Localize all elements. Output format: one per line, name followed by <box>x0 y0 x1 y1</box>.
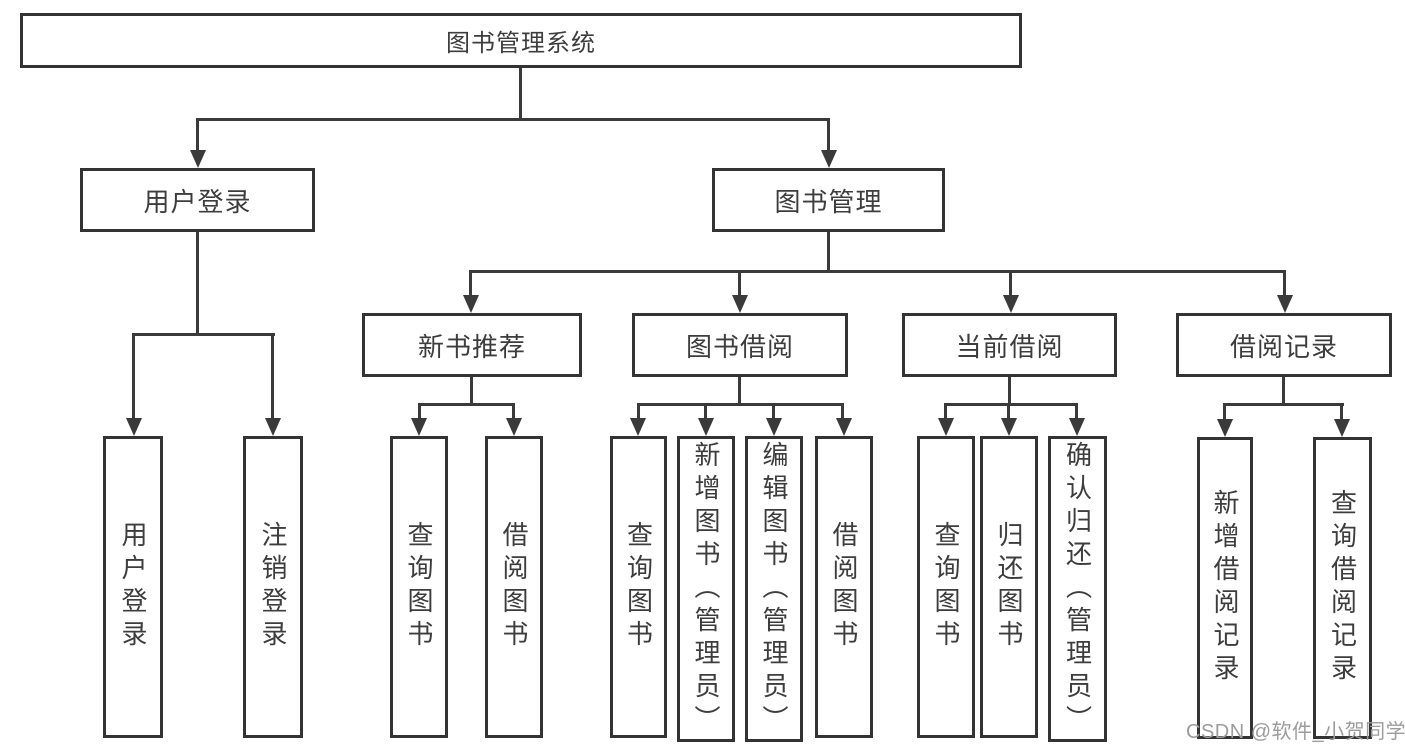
arrowhead-g3-leaf2 <box>1001 418 1017 436</box>
leaf-return-book: 归还图书 <box>980 436 1038 738</box>
node-book-borrow: 图书借阅 <box>632 313 848 377</box>
connector-drop-leaf-user-login <box>132 333 135 419</box>
connector-drop-book-borrow <box>738 270 741 298</box>
connector-g3-drop3 <box>1075 403 1078 421</box>
arrowhead-g2-leaf1 <box>630 418 646 436</box>
arrowhead-g3-leaf1 <box>938 418 954 436</box>
connector-root-stem <box>519 68 522 120</box>
leaf-query-borrow-record: 查询借阅记录 <box>1313 437 1372 739</box>
leaf-add-borrow-record: 新增借阅记录 <box>1197 437 1253 739</box>
node-borrow-records: 借阅记录 <box>1176 313 1392 377</box>
node-borrow-records-label: 借阅记录 <box>1229 331 1338 362</box>
leaf-query-book-current-label: 查询图书 <box>931 521 961 653</box>
connector-user-login-rail <box>132 333 275 336</box>
node-book-borrow-label: 图书借阅 <box>685 331 794 362</box>
leaf-confirm-return-admin-label: 确认归还（管理员） <box>1062 440 1093 738</box>
arrowhead-borrow-records <box>1277 295 1293 313</box>
connector-level2-rail <box>196 118 830 121</box>
leaf-add-book-admin-label: 新增图书（管理员） <box>691 440 721 738</box>
arrowhead-new-book-recommend <box>463 295 479 313</box>
connector-g1-rail <box>418 403 515 406</box>
node-user-login: 用户登录 <box>80 168 315 232</box>
leaf-query-book-borrow: 查询图书 <box>610 436 667 738</box>
leaf-add-book-admin: 新增图书（管理员） <box>677 436 735 742</box>
arrowhead-g2-leaf2 <box>698 418 714 436</box>
watermark-text: CSDN @软件_小贺同学 <box>1186 721 1405 743</box>
arrowhead-user-login <box>190 150 206 168</box>
leaf-borrow-book: 借阅图书 <box>815 436 873 738</box>
connector-g2-rail <box>637 403 844 406</box>
arrowhead-g3-leaf3 <box>1069 418 1085 436</box>
connector-drop-user-login <box>196 118 199 152</box>
node-book-management-label: 图书管理 <box>774 186 883 217</box>
leaf-add-borrow-record-label: 新增借阅记录 <box>1210 489 1240 687</box>
connector-g2-stem <box>738 377 741 405</box>
connector-g1-stem <box>470 377 473 405</box>
leaf-query-book-recommend: 查询图书 <box>390 436 448 738</box>
arrowhead-book-borrow <box>732 295 748 313</box>
connector-level3-rail <box>469 270 1286 273</box>
leaf-query-book-recommend-label: 查询图书 <box>404 521 434 653</box>
connector-g2-drop2 <box>704 403 707 421</box>
connector-drop-current-borrow <box>1009 270 1012 298</box>
arrowhead-g4-leaf2 <box>1334 419 1350 437</box>
connector-drop-new-book-recommend <box>469 270 472 298</box>
connector-g3-drop2 <box>1007 403 1010 421</box>
leaf-borrow-book-label: 借阅图书 <box>829 521 859 653</box>
connector-drop-leaf-logout <box>271 333 274 419</box>
connector-user-login-stem <box>196 232 199 335</box>
leaf-borrow-book-recommend-label: 借阅图书 <box>499 521 529 653</box>
connector-drop-book-management <box>827 118 830 152</box>
connector-book-management-stem <box>827 232 830 273</box>
node-library-system-label: 图书管理系统 <box>446 30 596 57</box>
connector-g3-rail <box>944 403 1078 406</box>
arrowhead-book-management <box>821 150 837 168</box>
node-library-system: 图书管理系统 <box>20 13 1022 68</box>
arrowhead-g1-leaf2 <box>506 418 522 436</box>
connector-g1-drop2 <box>512 403 515 421</box>
node-user-login-label: 用户登录 <box>143 186 252 217</box>
arrowhead-leaf-logout <box>265 418 281 436</box>
connector-g4-rail <box>1223 403 1344 406</box>
leaf-return-book-label: 归还图书 <box>994 521 1024 653</box>
arrowhead-g1-leaf1 <box>411 418 427 436</box>
connector-g2-drop4 <box>841 403 844 421</box>
arrowhead-g4-leaf1 <box>1217 419 1233 437</box>
arrowhead-g2-leaf3 <box>766 418 782 436</box>
arrowhead-leaf-user-login <box>126 418 142 436</box>
leaf-edit-book-admin-label: 编辑图书（管理员） <box>759 440 789 738</box>
node-book-management: 图书管理 <box>712 168 945 232</box>
connector-g4-drop1 <box>1223 403 1226 421</box>
node-new-book-recommend-label: 新书推荐 <box>417 331 526 362</box>
connector-drop-borrow-records <box>1283 270 1286 298</box>
node-current-borrow: 当前借阅 <box>902 313 1117 377</box>
arrowhead-g2-leaf4 <box>836 418 852 436</box>
connector-g4-drop2 <box>1340 403 1343 421</box>
connector-g4-stem <box>1282 377 1285 405</box>
leaf-confirm-return-admin: 确认归还（管理员） <box>1048 436 1107 742</box>
connector-g3-drop1 <box>944 403 947 421</box>
node-new-book-recommend: 新书推荐 <box>362 313 582 377</box>
connector-g1-drop1 <box>418 403 421 421</box>
leaf-edit-book-admin: 编辑图书（管理员） <box>745 436 803 742</box>
leaf-logout-label: 注销登录 <box>258 521 288 653</box>
leaf-query-borrow-record-label: 查询借阅记录 <box>1327 489 1358 687</box>
arrowhead-current-borrow <box>1003 295 1019 313</box>
connector-g2-drop1 <box>637 403 640 421</box>
leaf-query-book-current: 查询图书 <box>917 436 975 738</box>
leaf-logout: 注销登录 <box>243 436 303 738</box>
node-current-borrow-label: 当前借阅 <box>955 331 1064 362</box>
leaf-user-login-label: 用户登录 <box>118 521 148 653</box>
leaf-user-login: 用户登录 <box>103 436 163 738</box>
leaf-query-book-borrow-label: 查询图书 <box>623 521 654 653</box>
connector-g3-stem <box>1008 377 1011 405</box>
leaf-borrow-book-recommend: 借阅图书 <box>485 436 543 738</box>
connector-g2-drop3 <box>772 403 775 421</box>
